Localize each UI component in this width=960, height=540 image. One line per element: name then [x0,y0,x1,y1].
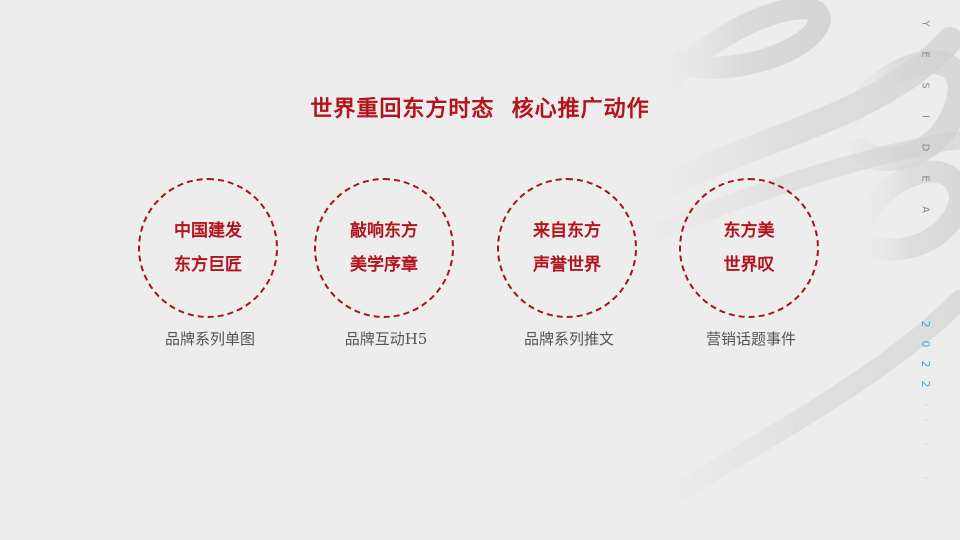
circle-line-2: 美学序章 [350,255,418,275]
side-year-text: 2 0 2 2 [919,320,932,388]
circle-line-1: 中国建发 [174,221,242,241]
action-item: 东方美 世界叹 营销话题事件 [679,178,823,348]
action-item: 中国建发 东方巨匠 品牌系列单图 [138,178,282,348]
dashed-circle: 东方美 世界叹 [679,178,819,318]
item-caption: 营销话题事件 [705,330,796,348]
item-caption: 品牌互动H5 [344,330,428,348]
side-dots-decoration: · · · · [920,403,930,480]
circle-line-1: 来自东方 [533,221,601,241]
action-item: 来自东方 声誉世界 品牌系列推文 [497,178,641,348]
circle-line-2: 东方巨匠 [174,255,242,275]
circle-line-1: 东方美 [723,221,775,241]
page-title: 世界重回东方时态 核心推广动作 [310,96,650,122]
action-item: 敲响东方 美学序章 品牌互动H5 [314,178,458,348]
item-caption: 品牌系列推文 [523,330,614,348]
side-brand-text: Y E S I D E A [919,20,931,213]
dashed-circle: 来自东方 声誉世界 [497,178,637,318]
dashed-circle: 中国建发 东方巨匠 [138,178,278,318]
circle-line-2: 声誉世界 [533,255,601,275]
circle-line-1: 敲响东方 [350,221,418,241]
circle-line-2: 世界叹 [723,255,775,275]
item-caption: 品牌系列单图 [164,330,255,348]
dashed-circle: 敲响东方 美学序章 [314,178,454,318]
